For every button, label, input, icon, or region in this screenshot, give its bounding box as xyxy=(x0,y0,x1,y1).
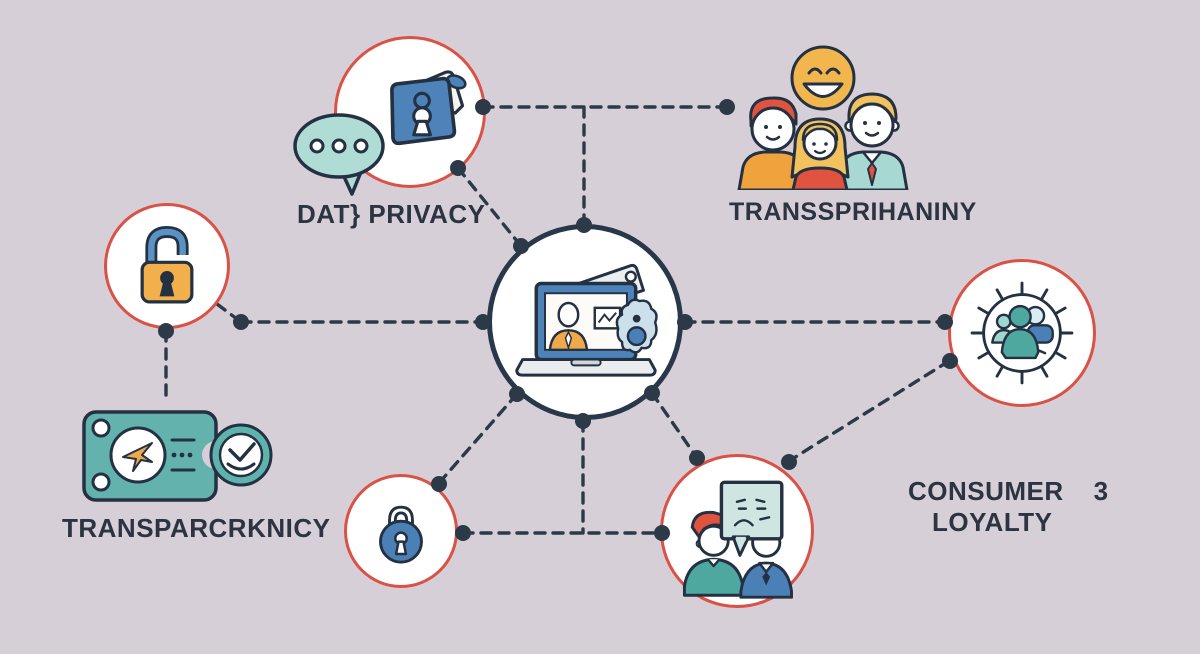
node-community xyxy=(948,259,1096,407)
notebook-lock-icon xyxy=(390,70,467,146)
family-icon xyxy=(737,45,909,190)
node-center-hub xyxy=(487,224,683,420)
consumer-number: 3 xyxy=(1093,476,1109,506)
label-transparency-top: TRANSSPRIHANINY xyxy=(729,198,977,226)
smiley-face-icon xyxy=(790,45,856,111)
node-privacy-lock xyxy=(344,474,458,588)
connector-line xyxy=(787,359,951,463)
clock-check-icon xyxy=(209,423,273,487)
loyalty-word: LOYALTY xyxy=(932,507,1053,537)
node-feedback xyxy=(660,454,814,608)
node-data-privacy xyxy=(334,36,486,188)
padlock-open-icon xyxy=(140,225,194,304)
connector-line xyxy=(650,391,699,460)
node-security xyxy=(104,203,230,329)
label-consumer-loyalty: CONSUMER 3 LOYALTY xyxy=(908,476,1109,538)
conversation-sad-bubble-icon xyxy=(682,480,793,599)
laptop-video-call-icon xyxy=(515,263,658,377)
label-data-privacy: DAT} PRIVACY xyxy=(297,199,486,229)
speech-bubble-icon xyxy=(293,113,385,196)
label-transparency-bottom: TRANSPARCRKNICY xyxy=(62,513,331,543)
padlock-closed-icon xyxy=(379,505,423,564)
id-card-icon xyxy=(82,410,273,502)
connector-line xyxy=(437,392,519,485)
connector-line xyxy=(215,302,243,324)
consumer-word: CONSUMER xyxy=(908,476,1064,506)
connector-line xyxy=(456,166,523,248)
community-group-icon xyxy=(970,281,1074,385)
